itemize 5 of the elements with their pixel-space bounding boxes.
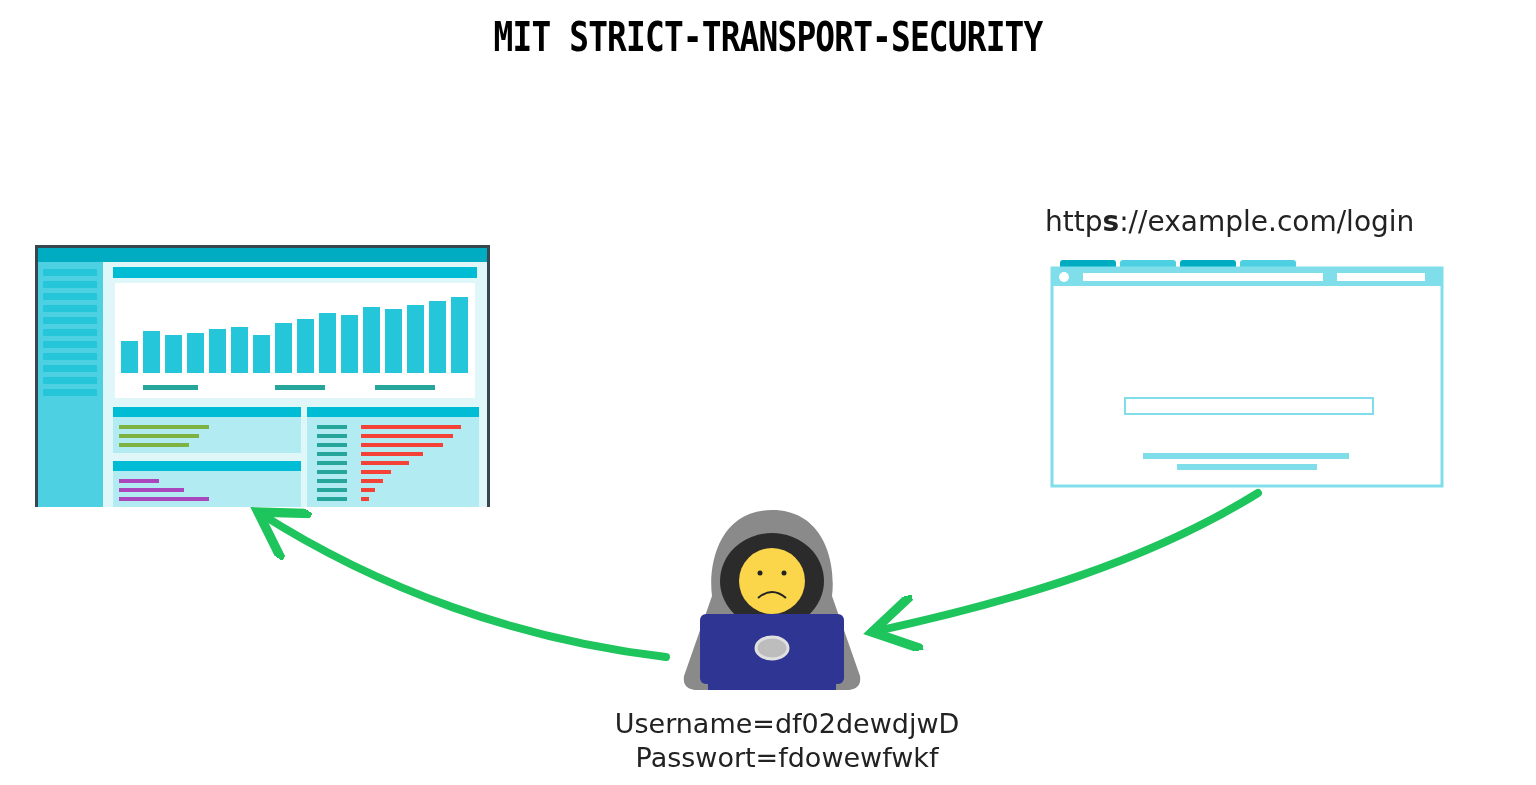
- arrow: [253, 507, 670, 661]
- title: MIT STRICT-TRANSPORT-SECURITY: [493, 14, 1043, 60]
- url-text: https://example.com/login: [1045, 205, 1415, 238]
- credential-text: Passwort=fdowewfwkf: [634, 742, 940, 773]
- credential-text: Username=df02dewdjwD: [613, 708, 961, 739]
